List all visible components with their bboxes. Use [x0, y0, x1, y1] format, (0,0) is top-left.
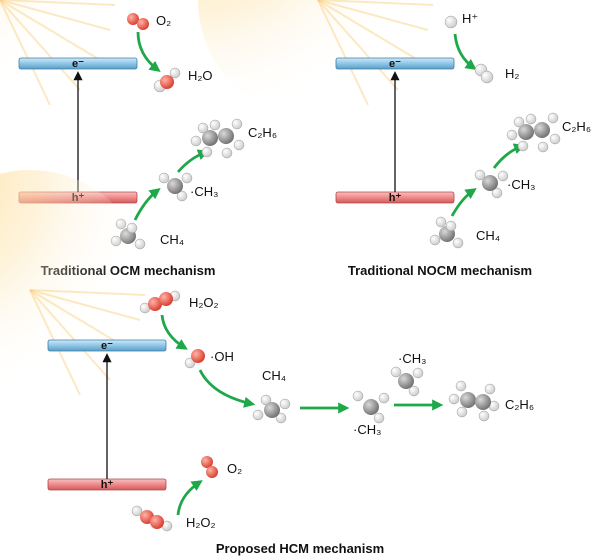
conduction-band	[335, 57, 455, 70]
valence-band-label: h⁺	[389, 192, 402, 204]
reaction-arrow	[198, 369, 256, 408]
methyl-radical	[158, 172, 193, 202]
water-molecule	[153, 67, 181, 93]
methane-molecule	[252, 394, 291, 424]
h2-label: H₂	[505, 66, 519, 81]
ch3-label: ·CH₃	[190, 184, 218, 199]
hydrogen-peroxide-molecule	[139, 290, 181, 314]
panel-caption: Proposed HCM mechanism	[216, 541, 384, 556]
oh-label: ·OH	[210, 349, 234, 364]
reaction-arrow	[492, 143, 526, 169]
reaction-arrow	[176, 149, 210, 173]
conduction-band	[18, 57, 138, 70]
reaction-arrow	[136, 31, 161, 73]
nocm-panel: e⁻ h⁺ H⁺ H₂ CH₄ ·CH₃	[198, 0, 591, 278]
reaction-arrow	[160, 314, 188, 350]
methyl-radical	[352, 390, 390, 424]
reaction-arrow	[133, 187, 161, 221]
h2o2-label: H₂O₂	[186, 515, 216, 530]
sunlight-glow	[198, 0, 438, 120]
conduction-band	[47, 339, 167, 352]
ch4-label: CH₄	[476, 228, 500, 243]
methane-molecule	[429, 216, 464, 249]
hydrogen-molecule	[474, 63, 494, 84]
ch3-label: ·CH₃	[353, 422, 381, 437]
conduction-band-label: e⁻	[101, 340, 113, 352]
ch4-label: CH₄	[160, 232, 184, 247]
valence-band-label: h⁺	[101, 479, 114, 491]
ch3-label: ·CH₃	[398, 351, 426, 366]
reaction-arrow	[453, 33, 477, 70]
ch3-label: ·CH₃	[507, 177, 535, 192]
conduction-band-label: e⁻	[389, 58, 401, 70]
proton	[444, 15, 458, 29]
oxygen-molecule	[127, 13, 149, 30]
ethane-molecule	[190, 118, 245, 159]
panel-caption: Traditional NOCM mechanism	[348, 263, 532, 278]
hydrogen-peroxide-molecule	[131, 505, 173, 532]
hcm-panel: e⁻ h⁺ H₂O₂ ·OH CH₄	[0, 170, 534, 556]
h2o-label: H₂O	[188, 68, 213, 83]
hydroxyl-radical	[184, 349, 205, 369]
ethane-molecule	[448, 380, 500, 422]
ch4-label: CH₄	[262, 368, 286, 383]
methyl-radical	[390, 366, 424, 397]
o2-label: O₂	[156, 13, 171, 28]
methyl-radical	[474, 169, 509, 199]
h2o2-label: H₂O₂	[189, 295, 219, 310]
reaction-arrow	[176, 480, 203, 516]
c2h6-label: C₂H₆	[505, 397, 534, 412]
reaction-arrow	[450, 188, 477, 217]
c2h6-label: C₂H₆	[248, 125, 277, 140]
hplus-label: H⁺	[462, 11, 478, 26]
sunlight-glow	[0, 170, 150, 410]
o2-label: O₂	[227, 461, 242, 476]
ethane-molecule	[506, 112, 561, 153]
conduction-band-label: e⁻	[72, 58, 84, 70]
oxygen-molecule	[201, 456, 218, 478]
c2h6-label: C₂H₆	[562, 119, 591, 134]
